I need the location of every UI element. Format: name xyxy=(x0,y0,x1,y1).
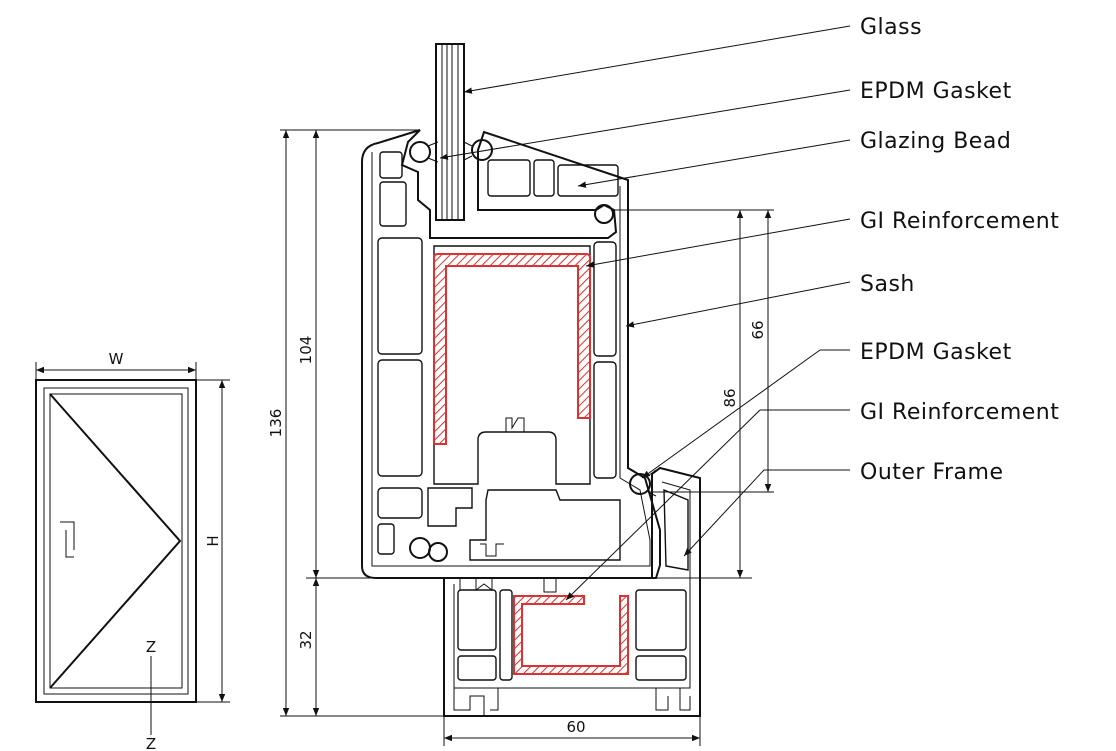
outer-frame-profile xyxy=(443,466,701,717)
callouts: Glass EPDM Gasket Glazing Bead GI Reinfo… xyxy=(439,15,1059,601)
callout-glass: Glass xyxy=(860,15,922,40)
section-label-bottom: Z xyxy=(146,735,156,751)
callout-sash: Sash xyxy=(860,272,915,297)
elevation-outer-frame xyxy=(35,379,197,703)
glass-pane xyxy=(435,43,465,221)
elevation-opening-triangle xyxy=(49,393,182,689)
sash-chamber-left-1 xyxy=(377,237,423,355)
dim-86-label: 86 xyxy=(721,388,739,407)
callout-epdm-1-leader xyxy=(439,89,851,160)
callout-gi-reinforcement-1: GI Reinforcement xyxy=(860,209,1059,234)
callout-frame-leader xyxy=(683,469,765,557)
elevation-inner-frame xyxy=(43,387,189,695)
window-elevation: W H Z Z xyxy=(35,350,230,751)
sash-center-chamber xyxy=(433,245,591,485)
dim-136-label: 136 xyxy=(267,409,285,438)
elevation-handle xyxy=(65,530,74,558)
dim-66-label: 66 xyxy=(749,320,767,339)
dim-60-label: 60 xyxy=(566,718,585,736)
callout-gi-2-leader xyxy=(565,409,761,601)
height-label: H xyxy=(204,535,222,546)
frame-gi-reinforcement xyxy=(513,595,629,675)
epdm-gasket-top-left xyxy=(409,141,439,163)
callout-glass-leader xyxy=(463,25,851,94)
elevation-sash xyxy=(49,393,183,689)
dimension-lines: 136 104 32 86 66 60 xyxy=(267,129,774,746)
callout-glazing-bead: Glazing Bead xyxy=(860,129,1011,154)
frame-chamber-1 xyxy=(457,589,497,651)
epdm-gasket-bead xyxy=(594,204,614,224)
dim-104-label: 104 xyxy=(297,336,315,365)
bead-cavity-1 xyxy=(487,159,531,197)
profile-section xyxy=(361,43,701,717)
callout-epdm-2-leader xyxy=(641,349,821,479)
sash-chamber-right-1 xyxy=(593,241,617,357)
callout-epdm-gasket-1: EPDM Gasket xyxy=(860,79,1012,104)
epdm-gasket-bottom xyxy=(409,537,448,562)
frame-chamber-2 xyxy=(635,589,687,651)
callout-epdm-gasket-2: EPDM Gasket xyxy=(860,340,1012,365)
callout-bead-leader xyxy=(577,139,851,188)
section-label-top: Z xyxy=(146,638,156,656)
epdm-gasket-top-right xyxy=(463,139,493,161)
sash-chamber-right-2 xyxy=(593,361,617,479)
sash-gi-reinforcement xyxy=(433,253,591,445)
width-label: W xyxy=(109,350,124,368)
callout-outer-frame: Outer Frame xyxy=(860,460,1004,485)
sash-chamber-left-2 xyxy=(377,359,423,477)
callout-gi-reinforcement-2: GI Reinforcement xyxy=(860,400,1059,425)
callout-gi-1-leader xyxy=(585,218,851,268)
callout-sash-leader xyxy=(625,281,851,328)
dim-32-label: 32 xyxy=(297,630,315,649)
